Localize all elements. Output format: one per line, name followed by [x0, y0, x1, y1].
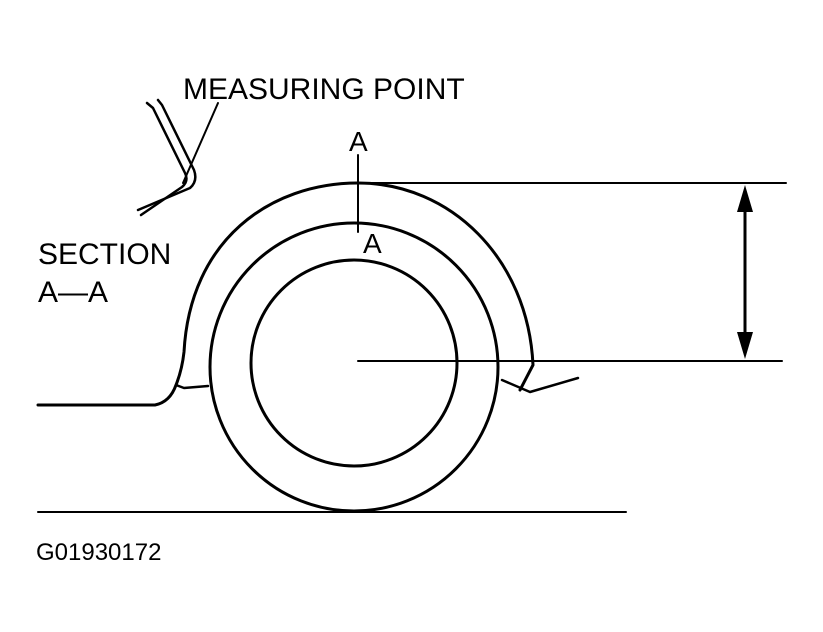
- rear-flap: [500, 376, 580, 394]
- section-id-label: A—A: [38, 276, 108, 309]
- figure-code-label: G01930172: [36, 539, 161, 566]
- fender-body-line: [36, 181, 535, 407]
- rim-outline: [249, 258, 459, 468]
- fender-inner-edge: [174, 383, 210, 390]
- height-dimension-arrow: [737, 185, 753, 359]
- tire-outline: [208, 221, 500, 513]
- dimension-arrowhead-bottom: [737, 332, 753, 359]
- measuring-point-label: MEASURING POINT: [183, 73, 465, 106]
- section-detail: [136, 98, 197, 217]
- section-marker-top-label: A: [349, 126, 368, 157]
- dimension-arrowhead-top: [737, 185, 753, 212]
- section-profile-inner: [136, 98, 197, 212]
- section-title-label: SECTION: [38, 238, 171, 271]
- section-marker-bottom-label: A: [363, 228, 382, 259]
- measuring-point-leader: [182, 102, 219, 184]
- section-profile-outer: [139, 101, 188, 217]
